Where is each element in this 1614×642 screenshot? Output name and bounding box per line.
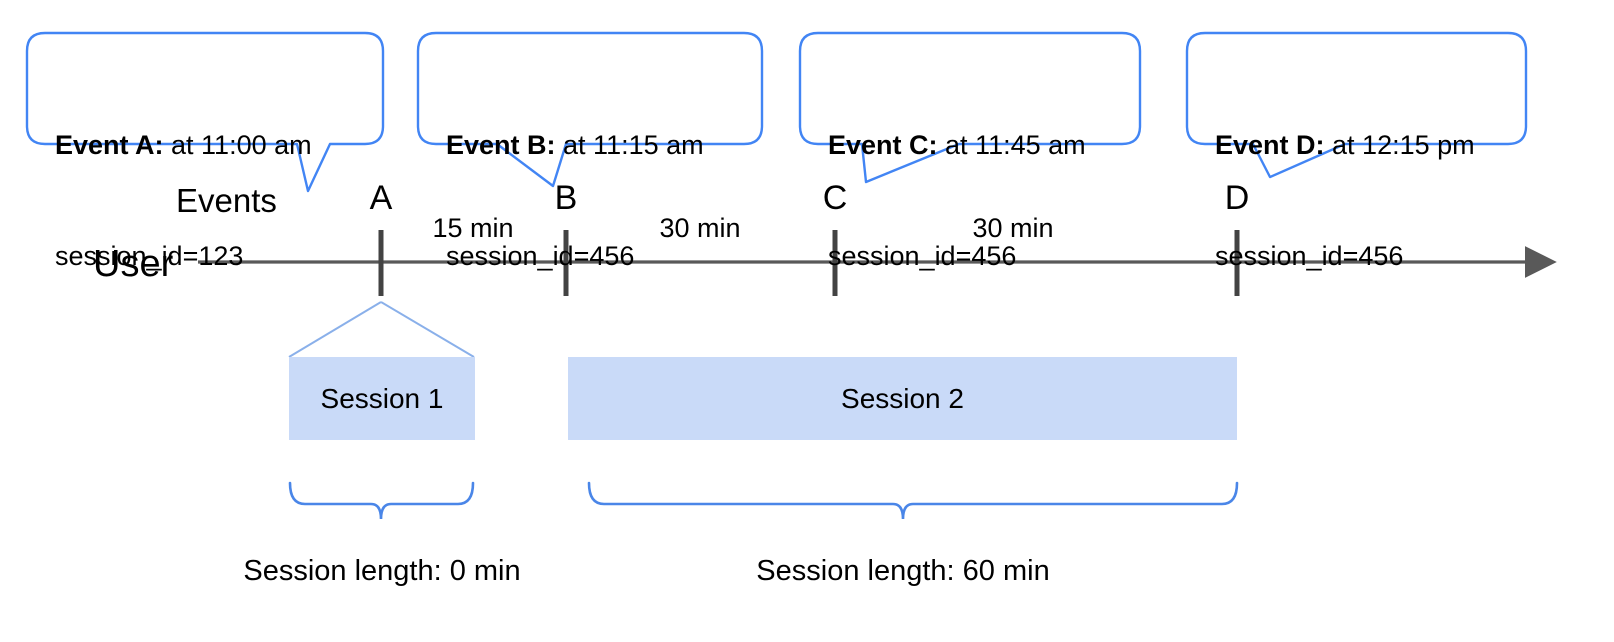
session-1-length-label: Session length: 0 min (243, 555, 521, 587)
callout-a-session: session_id=123 (55, 241, 244, 272)
session-bar-1[interactable]: Session 1 (289, 357, 475, 440)
user-row-label: User (93, 243, 174, 285)
event-letter-d: D (1224, 179, 1250, 217)
callout-d-text: Event D: at 12:15 pm session_id=456 (1215, 52, 1475, 350)
callout-b-time: at 11:15 am (555, 129, 704, 160)
session2-brace (587, 481, 1239, 520)
callout-d-time: at 12:15 pm (1324, 129, 1475, 160)
callout-b-title: Event B: (446, 129, 556, 160)
callout-d-title: Event D: (1215, 129, 1325, 160)
event-letter-c: C (822, 179, 848, 217)
callout-c-title: Event C: (828, 129, 938, 160)
session-bar-2-label: Session 2 (841, 382, 964, 414)
session-bar-1-label: Session 1 (320, 382, 444, 414)
session-2-length-label: Session length: 60 min (756, 555, 1050, 587)
event-letter-a: A (369, 179, 393, 217)
callout-b-session: session_id=456 (446, 241, 635, 272)
events-row-label: Events (176, 182, 277, 219)
gap-label-c-d: 30 min (972, 213, 1054, 243)
callout-c-time: at 11:45 am (937, 129, 1086, 160)
gap-label-a-b: 15 min (432, 213, 514, 243)
callout-a-text: Event A: at 11:00 am session_id=123 (55, 52, 312, 350)
session-bar-2[interactable]: Session 2 (568, 357, 1237, 440)
event-letter-b: B (554, 179, 578, 217)
callout-d-session: session_id=456 (1215, 241, 1404, 272)
callout-c-session: session_id=456 (828, 241, 1017, 272)
callout-b-text: Event B: at 11:15 am session_id=456 (446, 52, 704, 350)
session1-brace (288, 481, 475, 520)
callout-a-title: Event A: (55, 129, 164, 160)
callout-a-time: at 11:00 am (163, 129, 312, 160)
gap-label-b-c: 30 min (659, 213, 741, 243)
callout-c-text: Event C: at 11:45 am session_id=456 (828, 52, 1086, 350)
